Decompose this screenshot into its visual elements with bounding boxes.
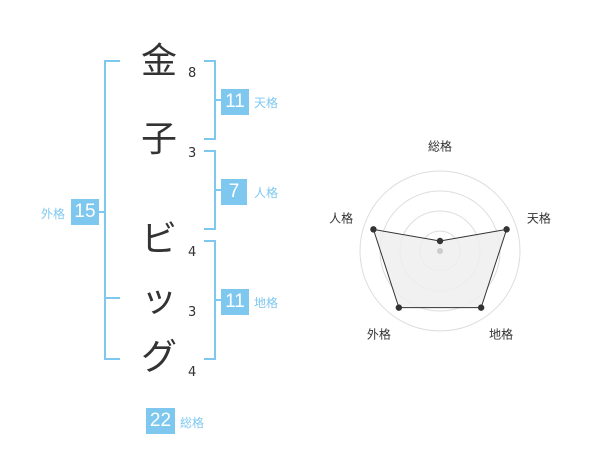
tenkaku-connector [214, 99, 222, 101]
name-char-4: ッ [140, 279, 177, 320]
radar-axis-label: 天格 [527, 210, 551, 225]
gaikaku-bracket-tick [104, 297, 120, 299]
tenkaku-value: 11 [221, 89, 249, 115]
name-char-3: ビ [140, 219, 177, 260]
tenkaku-label: 天格 [254, 96, 279, 110]
chikaku-label: 地格 [254, 296, 279, 310]
gaikaku-value: 15 [71, 199, 99, 225]
radar-axis-label: 地格 [489, 327, 513, 342]
chikaku-connector [214, 299, 222, 301]
radar-point [395, 304, 403, 311]
stroke-count-3: 4 [188, 245, 197, 260]
radar-point [477, 304, 485, 311]
stroke-count-4: 3 [188, 305, 197, 320]
jinkaku-connector [214, 189, 222, 191]
soukaku-label: 総格 [180, 416, 205, 430]
name-char-1: 金 [140, 41, 177, 82]
stroke-count-5: 4 [188, 365, 197, 380]
radar-center-dot [437, 248, 443, 254]
stroke-count-1: 8 [188, 66, 197, 81]
radar-point [503, 226, 510, 233]
name-char-2: 子 [140, 119, 177, 160]
radar-ring [359, 170, 521, 332]
soukaku-value: 22 [146, 408, 175, 434]
stroke-count-2: 3 [188, 146, 197, 161]
gaikaku-label: 外格 [41, 207, 66, 221]
gaikaku-bracket [104, 60, 120, 360]
chikaku-value: 11 [221, 289, 249, 315]
radar-axis-label: 外格 [367, 327, 391, 342]
radar-value-shape [372, 228, 508, 309]
jinkaku-value: 7 [221, 179, 247, 205]
radar-axis-label: 総格 [428, 139, 452, 154]
gaikaku-connector [98, 211, 106, 213]
jinkaku-label: 人格 [254, 186, 279, 200]
radar-point [370, 226, 377, 233]
name-char-5: グ [140, 337, 177, 378]
radar-axis-label: 人格 [329, 210, 353, 225]
radar-point [436, 237, 444, 245]
